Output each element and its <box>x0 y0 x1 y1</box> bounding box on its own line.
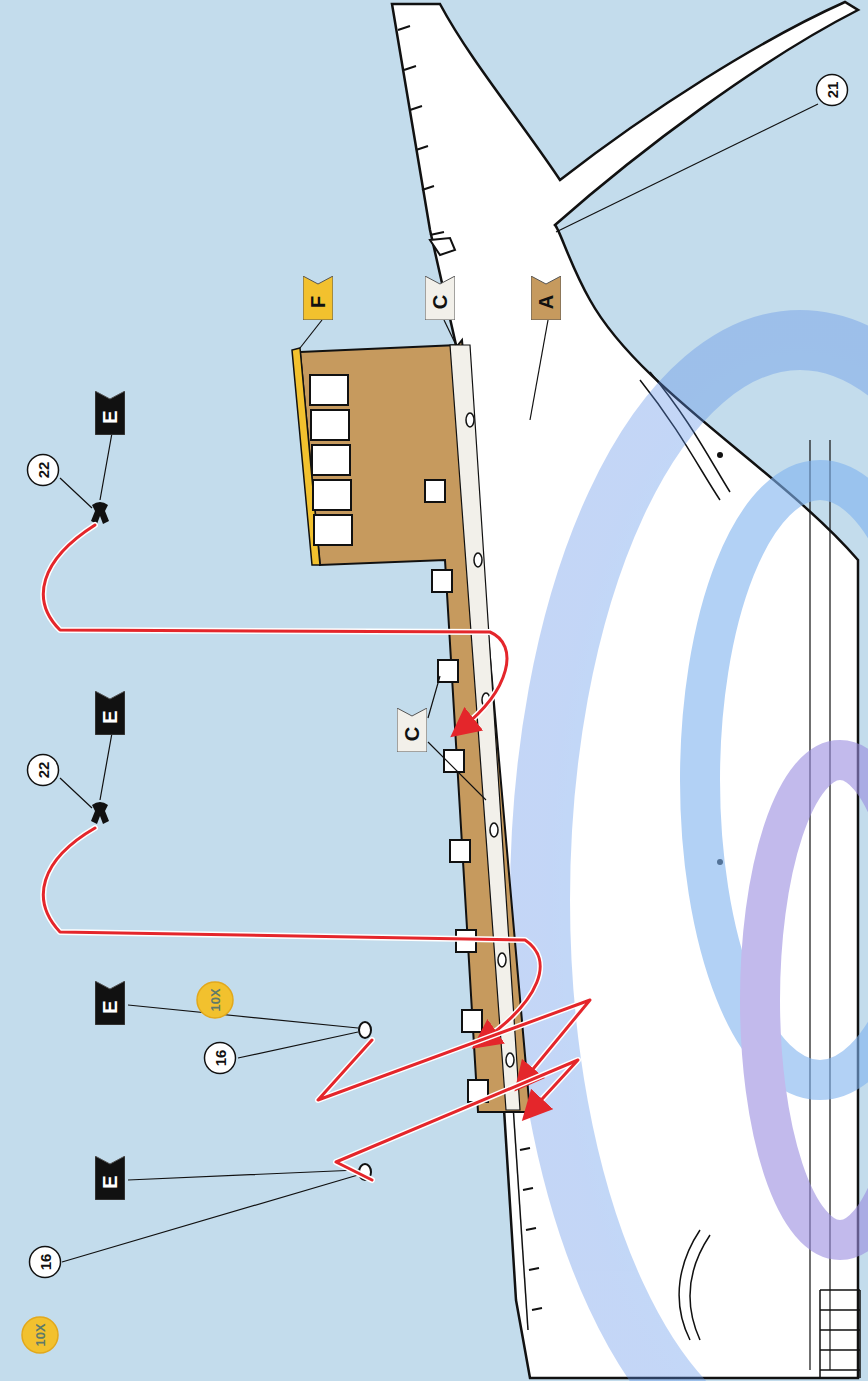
node-text: C <box>430 295 450 309</box>
color-flag: F <box>303 276 333 320</box>
node-text: E <box>100 1175 120 1188</box>
node-text: E <box>100 1000 120 1013</box>
quantity-badge: 10X <box>196 981 234 1019</box>
callout-number: 16 <box>203 1041 237 1075</box>
callout-number: 22 <box>26 753 60 787</box>
node-text: 10X <box>209 988 222 1011</box>
node-text: 22 <box>36 462 51 479</box>
node-text: 21 <box>825 82 840 99</box>
node-text: E <box>100 710 120 723</box>
node-text: 22 <box>36 762 51 779</box>
node-text: E <box>100 410 120 423</box>
quantity-badge: 10X <box>21 1316 59 1354</box>
color-flag: E <box>95 981 125 1025</box>
node-text: A <box>536 295 556 309</box>
color-flag: C <box>397 708 427 752</box>
callout-number: 16 <box>28 1245 62 1279</box>
callout-number: 21 <box>815 73 849 107</box>
callout-number: 22 <box>26 453 60 487</box>
color-flag: E <box>95 391 125 435</box>
node-text: 10X <box>34 1323 47 1346</box>
node-text: C <box>402 727 422 741</box>
color-flag: E <box>95 1156 125 1200</box>
color-flag: C <box>425 276 455 320</box>
color-flag: E <box>95 691 125 735</box>
node-text: F <box>308 296 328 308</box>
node-text: 16 <box>38 1254 53 1271</box>
color-flag: A <box>531 276 561 320</box>
node-text: 16 <box>213 1050 228 1067</box>
